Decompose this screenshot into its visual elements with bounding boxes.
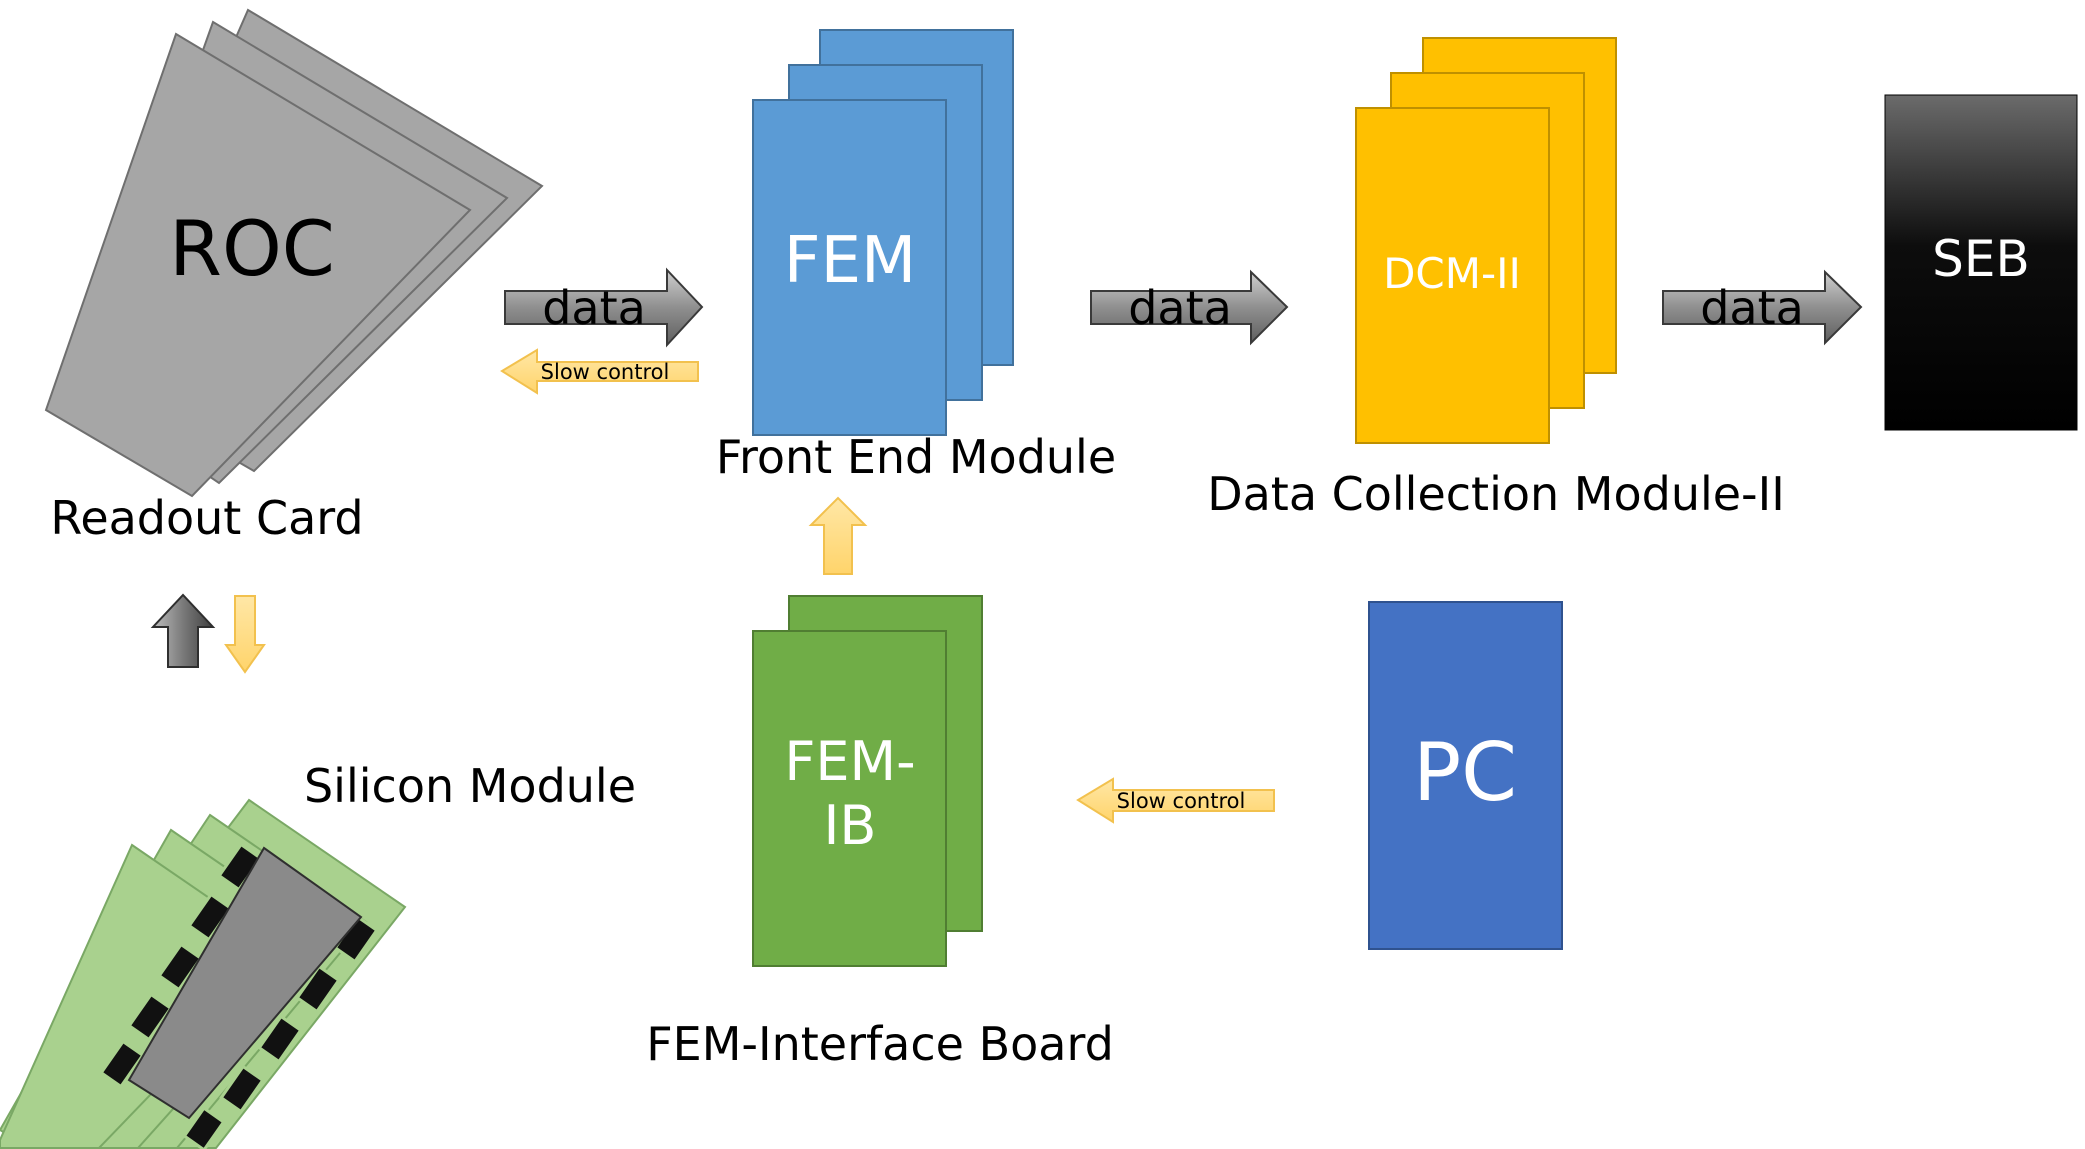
- slow-control-arrow-shape: [500, 348, 699, 395]
- dcm-stack: [1355, 37, 1617, 444]
- data-arrow-label: data: [1700, 281, 1804, 335]
- data-arrow-dcm-seb: data: [1662, 269, 1863, 346]
- slow-control-label: Slow control: [1117, 789, 1246, 813]
- femib-board-front: [752, 630, 947, 967]
- slow-control-arrow-shape: [1076, 777, 1275, 824]
- roc-card-stack: [44, 8, 544, 498]
- slow-control-arrow-pc-femib: Slow control: [1076, 777, 1275, 824]
- dcm-board-front: [1355, 107, 1550, 444]
- femib-stack: [752, 595, 983, 967]
- data-arrow-roc-fem: data: [504, 267, 704, 348]
- roc-card-front: [44, 32, 472, 498]
- slow-control-up-arrow-femib-fem: [808, 496, 868, 575]
- data-arrow-shape: [1090, 269, 1289, 346]
- fem-caption: Front End Module: [716, 430, 1116, 484]
- fem-label: FEM: [784, 224, 916, 298]
- data-arrow-shape: [504, 267, 704, 348]
- femib-label-line1: FEM-: [784, 730, 915, 793]
- roc-label: ROC: [169, 204, 335, 293]
- readout-chip: [295, 964, 341, 1014]
- data-arrow-fem-dcm: data: [1090, 269, 1289, 346]
- femib-caption: FEM-Interface Board: [646, 1017, 1114, 1071]
- fem-board-front: [752, 99, 947, 436]
- silicon-chip-row-right: [182, 914, 379, 1149]
- slow-control-down-arrow-roc-silicon: [224, 595, 266, 674]
- seb-box: [1884, 94, 2078, 431]
- silicon-caption: Silicon Module: [304, 759, 636, 813]
- readout-chip: [127, 992, 173, 1042]
- readout-chip: [219, 1064, 265, 1114]
- data-up-arrow-silicon-roc: [150, 593, 216, 668]
- silicon-chip-row-left: [99, 842, 263, 1089]
- readout-chip: [182, 1106, 226, 1149]
- slow-control-label: Slow control: [541, 360, 670, 384]
- roc-caption: Readout Card: [50, 491, 363, 545]
- seb-label: SEB: [1932, 230, 2030, 288]
- dcm-label: DCM-II: [1383, 249, 1521, 298]
- data-arrow-label: data: [542, 281, 646, 335]
- readout-chip: [99, 1039, 145, 1089]
- slow-control-arrow-fem-roc: Slow control: [500, 348, 699, 395]
- fem-stack: [752, 29, 1014, 436]
- silicon-sensor-die: [127, 846, 363, 1120]
- pc-label: PC: [1413, 726, 1517, 819]
- data-arrow-shape: [1662, 269, 1863, 346]
- dcm-caption: Data Collection Module-II: [1207, 467, 1785, 521]
- data-arrow-label: data: [1128, 281, 1232, 335]
- pc-box: [1368, 601, 1563, 950]
- femib-label-line2: IB: [824, 794, 877, 857]
- readout-chip: [257, 1014, 303, 1064]
